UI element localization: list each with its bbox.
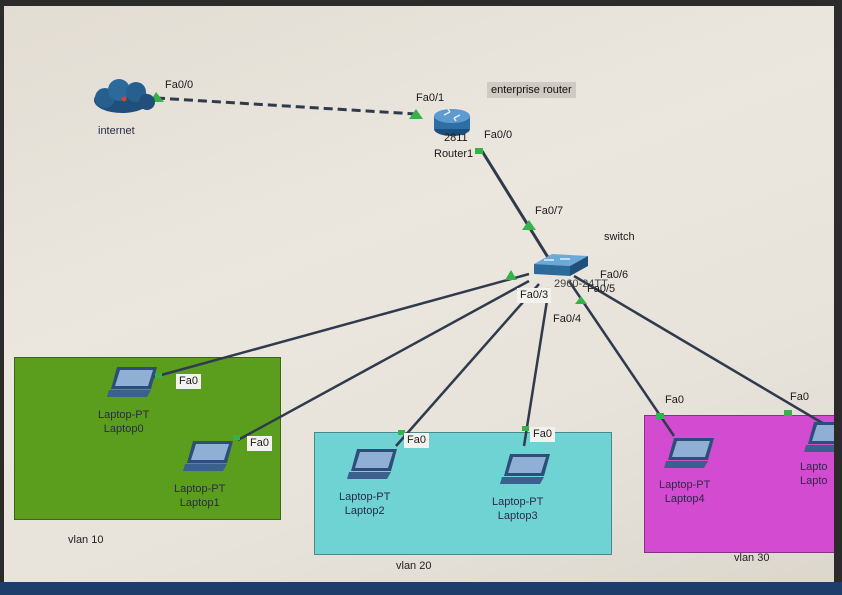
laptop0-label: Laptop-PT Laptop0: [98, 408, 149, 436]
port-laptop2-fa0: Fa0: [404, 433, 429, 448]
port-router-fa00: Fa0/0: [484, 129, 513, 141]
link-router-switch[interactable]: [480, 150, 551, 260]
laptop5-icon[interactable]: [804, 420, 834, 454]
link-light-laptop1: [233, 435, 240, 440]
laptop5-type: Lapto: [800, 461, 828, 473]
switch-note: switch: [604, 231, 635, 243]
taskbar-strip: [0, 582, 842, 595]
link-light-laptop3: [522, 426, 529, 431]
laptop3-icon[interactable]: [500, 452, 552, 486]
link-switch-laptop2[interactable]: [395, 283, 540, 447]
laptop4-icon[interactable]: [664, 436, 716, 470]
link-internet-router[interactable]: [155, 96, 417, 116]
link-switch-laptop1[interactable]: [237, 279, 530, 442]
link-light-switch-fa03: [505, 270, 517, 280]
switch-model-label: 2960-24TT: [554, 278, 608, 290]
laptop1-type: Laptop-PT: [174, 483, 226, 495]
port-laptop5-fa0: Fa0: [790, 391, 809, 403]
router-name-label: Router1: [434, 148, 474, 160]
port-switch-fa07: Fa0/7: [535, 205, 564, 217]
link-light-laptop4: [656, 413, 664, 419]
laptop2-name: Laptop2: [344, 505, 385, 517]
laptop5-name: Lapto: [800, 475, 828, 487]
router-model-label: 2811: [444, 132, 468, 144]
link-lights: [150, 92, 792, 440]
switch-icon[interactable]: [534, 254, 588, 276]
link-switch-laptop5[interactable]: [573, 274, 825, 426]
router-note: enterprise router: [487, 82, 576, 98]
port-switch-fa03: Fa0/3: [517, 288, 552, 303]
cloud-icon[interactable]: [94, 79, 155, 113]
laptop0-type: Laptop-PT: [98, 409, 150, 421]
laptop3-type: Laptop-PT: [492, 496, 544, 508]
port-laptop3-fa0: Fa0: [530, 427, 555, 442]
laptop3-label: Laptop-PT Laptop3: [492, 495, 543, 523]
vlan30-label: vlan 30: [734, 552, 770, 564]
laptop2-type: Laptop-PT: [339, 491, 391, 503]
link-light-laptop0: [155, 373, 162, 378]
port-switch-fa05: Fa0/5: [587, 283, 616, 295]
link-light-laptop5: [784, 410, 792, 416]
link-light-router-fa00: [475, 148, 483, 154]
vlan20-label: vlan 20: [396, 560, 432, 572]
links-layer: [94, 79, 825, 447]
laptop1-icon[interactable]: [183, 439, 235, 473]
laptop1-label: Laptop-PT Laptop1: [174, 482, 225, 510]
link-light-switch-fa07: [522, 220, 536, 230]
port-switch-fa04: Fa0/4: [553, 313, 582, 325]
port-laptop4-fa0: Fa0: [665, 394, 684, 406]
laptop2-icon[interactable]: [347, 447, 399, 481]
network-topology-canvas: internet 2811 Router1 enterprise router …: [4, 6, 834, 588]
internet-label: internet: [98, 125, 135, 137]
link-light-router-fa01: [409, 109, 423, 119]
laptop4-name: Laptop4: [664, 493, 705, 505]
vlan10-label: vlan 10: [68, 534, 104, 546]
port-internet-fa00: Fa0/0: [165, 79, 194, 91]
laptop0-icon[interactable]: [107, 365, 159, 399]
port-laptop1-fa0: Fa0: [247, 436, 272, 451]
link-switch-laptop3[interactable]: [522, 287, 551, 447]
link-light-switch-fa04: [575, 296, 587, 304]
laptop4-label: Laptop-PT Laptop4: [659, 478, 710, 506]
laptop2-label: Laptop-PT Laptop2: [339, 490, 390, 518]
port-router-fa01: Fa0/1: [416, 92, 445, 104]
link-light-laptop2: [398, 430, 405, 435]
link-switch-laptop4[interactable]: [567, 280, 676, 437]
laptop1-name: Laptop1: [179, 497, 220, 509]
link-switch-laptop0[interactable]: [153, 272, 530, 379]
laptop4-type: Laptop-PT: [659, 479, 711, 491]
port-laptop0-fa0: Fa0: [176, 374, 201, 389]
laptop3-name: Laptop3: [497, 510, 538, 522]
port-switch-fa06: Fa0/6: [600, 269, 629, 281]
laptop5-label: Lapto Lapto: [800, 460, 828, 488]
laptop0-name: Laptop0: [103, 423, 144, 435]
router-icon[interactable]: [434, 108, 470, 136]
